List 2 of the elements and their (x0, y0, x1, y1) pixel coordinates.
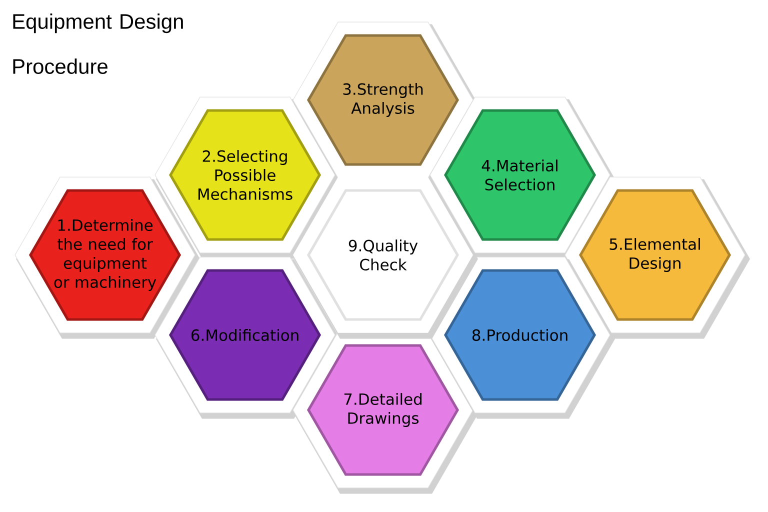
hexagon-tile: 8.Production (430, 256, 615, 419)
title: Equipment Design Procedure (13, 14, 183, 74)
